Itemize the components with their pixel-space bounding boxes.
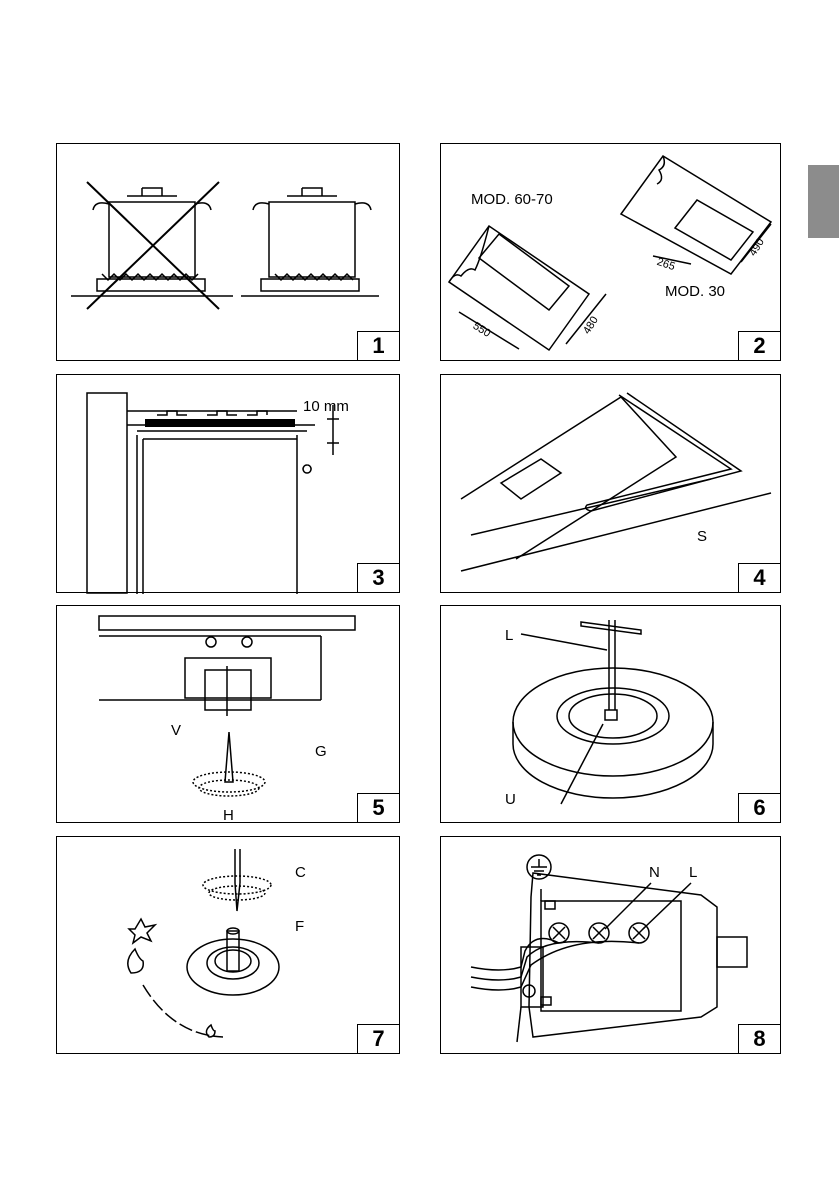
figure-1-illustration	[57, 144, 401, 362]
section-tab	[808, 165, 839, 238]
screwdriver-label-h: H	[223, 808, 234, 824]
screwdriver-label-c: C	[295, 865, 306, 881]
figure-3-illustration	[57, 375, 401, 594]
figure-5-illustration	[57, 606, 401, 824]
figure-1-panel: 1	[56, 143, 400, 361]
figure-2-panel: MOD. 60-70 MOD. 30 550 480 265 490 2	[440, 143, 781, 361]
seal-label-s: S	[697, 529, 707, 545]
figure-7-illustration	[57, 837, 401, 1055]
figure-5-panel: V G H 5	[56, 605, 400, 823]
figure-7-panel: C F 7	[56, 836, 400, 1054]
bracket-label-g: G	[315, 744, 327, 760]
figure-8-number: 8	[738, 1024, 781, 1054]
figure-3-panel: 10 mm 3	[56, 374, 400, 593]
figure-3-number: 3	[357, 563, 400, 593]
figure-2-number: 2	[738, 331, 781, 361]
figure-1-number: 1	[357, 331, 400, 361]
screw-label-v: V	[171, 723, 181, 739]
figure-8-illustration	[441, 837, 782, 1055]
figure-4-number: 4	[738, 563, 781, 593]
figure-6-illustration	[441, 606, 782, 824]
nozzle-label-u: U	[505, 792, 516, 808]
live-label-l: L	[689, 865, 697, 881]
dimension-10mm-label: 10 mm	[303, 399, 349, 415]
mod-30-label: MOD. 30	[665, 284, 725, 300]
tool-label-l: L	[505, 628, 513, 644]
figure-6-panel: L U 6	[440, 605, 781, 823]
figure-6-number: 6	[738, 793, 781, 823]
mod-60-70-label: MOD. 60-70	[471, 192, 553, 208]
figure-4-illustration	[441, 375, 782, 594]
figure-4-panel: S 4	[440, 374, 781, 593]
figure-8-panel: N L 8	[440, 836, 781, 1054]
figure-7-number: 7	[357, 1024, 400, 1054]
neutral-label-n: N	[649, 865, 660, 881]
figure-5-number: 5	[357, 793, 400, 823]
screw-label-f: F	[295, 919, 304, 935]
